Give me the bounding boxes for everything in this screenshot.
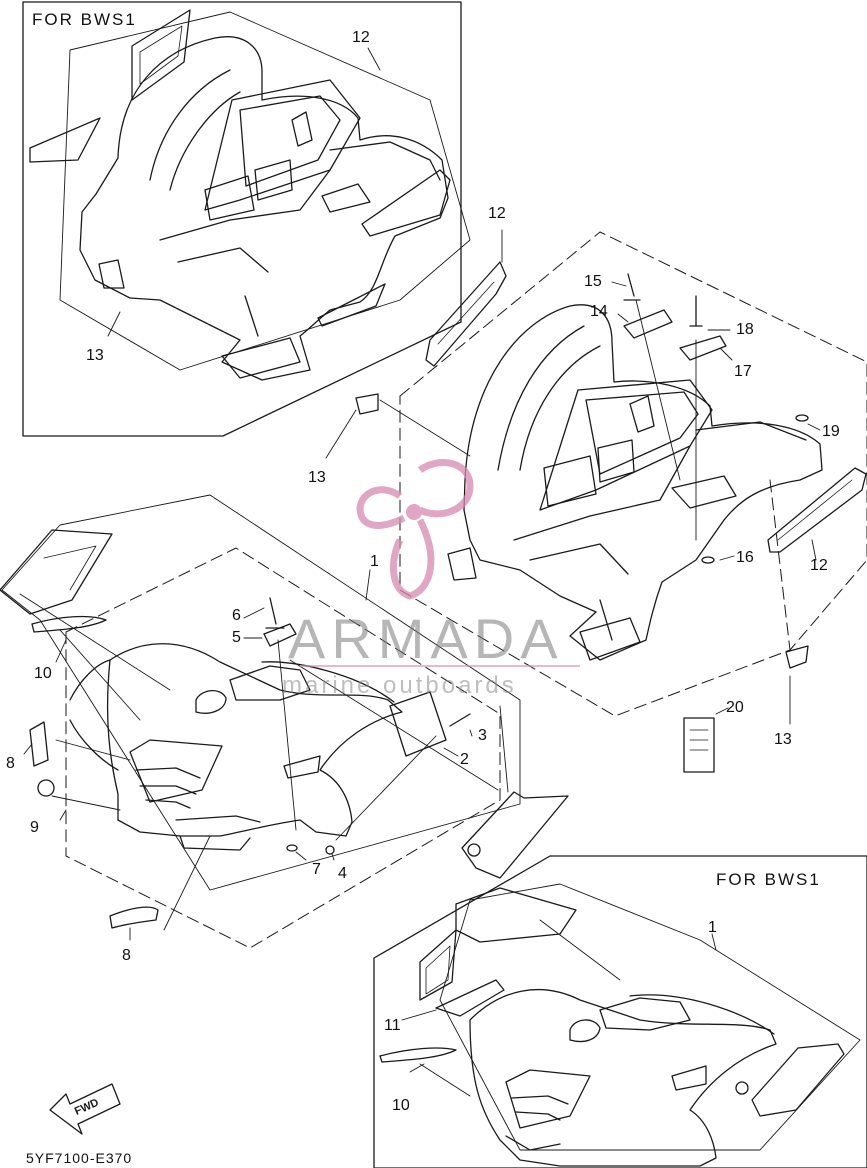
bolt-3 — [449, 713, 471, 727]
decal-12-right — [767, 467, 867, 553]
decal-front-right — [461, 791, 569, 879]
callout-13: 13 — [308, 469, 326, 486]
group-boundary-rear — [399, 231, 867, 717]
callout-1: 1 — [370, 553, 379, 570]
watermark-logo-icon — [300, 459, 580, 667]
frame-title-top-left: FOR BWS1 — [32, 10, 137, 29]
callout-12: 12 — [352, 29, 370, 46]
grommet-16 — [701, 556, 715, 564]
sticker-9 — [37, 779, 55, 797]
callout-5: 5 — [232, 629, 241, 646]
callout-18: 18 — [736, 321, 754, 338]
callout-2: 2 — [460, 751, 469, 768]
group-boundary-front-outer — [1, 494, 521, 891]
fwd-arrow — [49, 1083, 121, 1135]
plate-14 — [623, 309, 673, 339]
grommet-7 — [286, 844, 298, 852]
decal-tl-top — [131, 9, 191, 101]
plate-17 — [679, 335, 727, 361]
plate-5 — [263, 623, 297, 647]
front-fender-br — [469, 988, 777, 1167]
callout-10: 10 — [392, 1097, 410, 1114]
group-boundary-br — [439, 883, 861, 1151]
frame-top-left — [22, 1, 462, 437]
callout-7: 7 — [312, 861, 321, 878]
label-20 — [683, 717, 715, 773]
group-boundary-front — [65, 547, 501, 949]
callout-8: 8 — [6, 755, 15, 772]
sticker-tl — [321, 183, 371, 213]
callout-9: 9 — [30, 819, 39, 836]
bolt-18 — [689, 295, 703, 327]
diagram-code: 5YF7100-E370 — [26, 1150, 133, 1166]
callout-14: 14 — [590, 303, 608, 320]
emblem-8-b — [109, 906, 159, 929]
decal-br-11b — [435, 979, 505, 1017]
bolt-6 — [265, 597, 285, 629]
decal-br-right — [751, 1043, 845, 1117]
callout-4: 4 — [338, 865, 347, 882]
callout-19: 19 — [822, 423, 840, 440]
callout-1: 1 — [708, 919, 717, 936]
grommet-4 — [325, 845, 335, 855]
callout-15: 15 — [584, 273, 602, 290]
watermark-tagline: marine outboards — [282, 672, 517, 699]
callout-13: 13 — [86, 347, 104, 364]
decal-tl-bottom — [317, 283, 386, 327]
callout-17: 17 — [734, 363, 752, 380]
emblem-8-a — [29, 721, 49, 767]
rear-fender-tl — [79, 36, 449, 381]
callout-13: 13 — [774, 731, 792, 748]
callout-12: 12 — [810, 557, 828, 574]
bolt-15 — [623, 273, 641, 301]
frame-bottom-right — [373, 855, 867, 1168]
callout-8: 8 — [122, 947, 131, 964]
decal-tl-left — [29, 117, 101, 163]
group-boundary-tl — [59, 11, 471, 371]
front-fender-main — [69, 643, 403, 851]
callout-10: 10 — [34, 665, 52, 682]
callout-11: 11 — [384, 1017, 401, 1034]
decal-13-left — [355, 393, 379, 415]
decal-br-10 — [379, 1047, 457, 1063]
decal-br-11a — [419, 929, 457, 1001]
decal-front-1 — [0, 529, 113, 615]
callout-6: 6 — [232, 607, 241, 624]
callout-3: 3 — [478, 727, 487, 744]
callout-20: 20 — [726, 699, 744, 716]
decal-tl-lower — [221, 337, 301, 379]
watermark-brand: ARMADA — [288, 607, 564, 670]
plate-2 — [389, 691, 447, 757]
callout-12: 12 — [488, 205, 506, 222]
callout-16: 16 — [736, 549, 754, 566]
frame-title-bottom-right: FOR BWS1 — [716, 870, 821, 889]
rear-fender-main — [447, 304, 823, 661]
decal-12-top — [425, 261, 507, 367]
decal-13-right — [785, 645, 809, 669]
decal-tl-right — [361, 169, 451, 237]
grommet-19 — [795, 414, 809, 422]
